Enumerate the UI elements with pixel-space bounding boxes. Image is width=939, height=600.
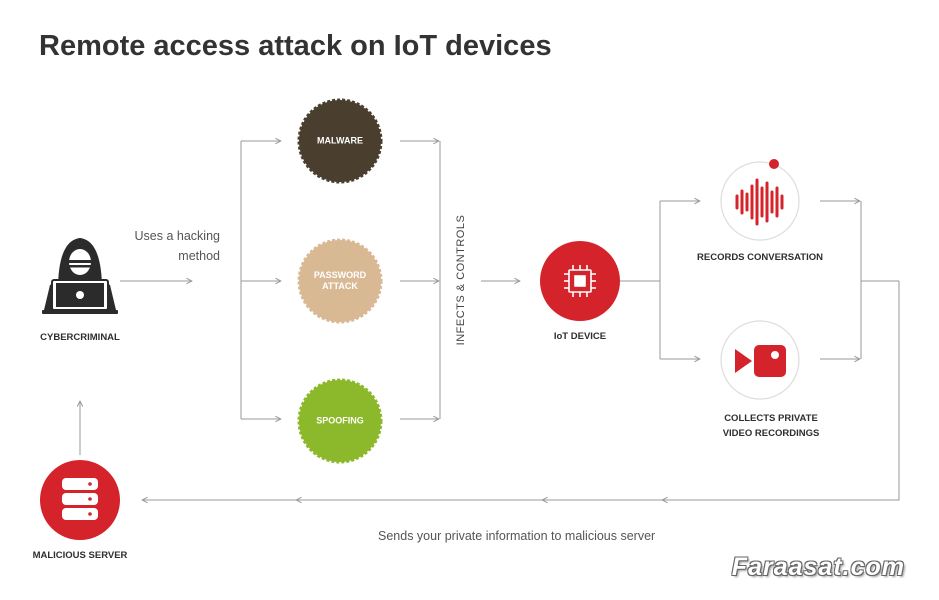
malware-label: MALWARE — [317, 135, 363, 146]
sends-info-note: Sends your private information to malici… — [378, 529, 656, 543]
hacking-method-note: Uses a hacking method — [120, 226, 220, 266]
spoofing-circle — [297, 378, 383, 464]
database-icon — [62, 478, 98, 520]
collects-label: COLLECTS PRIVATE VIDEO RECORDINGS — [723, 411, 820, 441]
recording-dot — [769, 159, 779, 169]
spoofing-label: SPOOFING — [316, 415, 364, 426]
page-title: Remote access attack on IoT devices — [39, 30, 552, 62]
collects-line1: COLLECTS PRIVATE — [724, 413, 818, 424]
sound-wave-icon — [735, 178, 784, 226]
hooded-hacker-laptop-icon — [42, 238, 118, 314]
iot-device-node — [540, 241, 620, 321]
hacking-method-line2: method — [178, 249, 220, 263]
method-circles — [297, 98, 383, 464]
password-attack-circle — [297, 238, 383, 324]
password-attack-label: PASSWORD ATTACK — [314, 270, 366, 292]
infects-controls-label: INFECTS & CONTROLS — [455, 214, 467, 346]
password-attack-line2: ATTACK — [322, 281, 358, 291]
iot-device-label: IoT DEVICE — [553, 331, 607, 342]
password-attack-line1: PASSWORD — [313, 270, 367, 280]
malicious-server-label: MALICIOUS SERVER — [32, 550, 128, 561]
records-node — [720, 159, 800, 241]
collects-line2: VIDEO RECORDINGS — [722, 428, 820, 439]
connector-lines — [80, 141, 900, 501]
malicious-server-node — [40, 460, 120, 540]
malware-circle — [297, 98, 383, 184]
cybercriminal-label: CYBERCRIMINAL — [40, 332, 120, 343]
hacking-method-line1: Uses a hacking — [134, 229, 220, 243]
watermark: Faraasat.com — [731, 553, 905, 581]
records-label: RECORDS CONVERSATION — [697, 252, 823, 263]
return-line — [142, 281, 900, 501]
chip-icon — [564, 265, 596, 297]
collects-node — [720, 320, 800, 400]
